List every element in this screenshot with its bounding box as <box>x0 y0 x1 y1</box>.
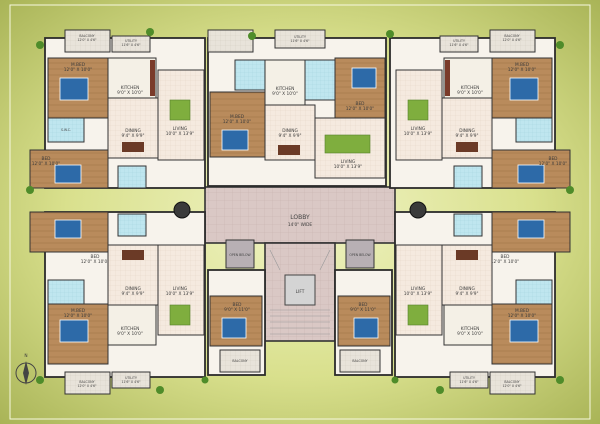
room-size: 12'0" X 10'0" <box>508 313 536 319</box>
room-label: M.BED <box>515 62 530 68</box>
flat-bottom-center-left: BED 9'0" X 11'0" BALCONY <box>207 269 266 376</box>
room-label: LIVING <box>341 159 355 165</box>
balcony-label: BALCONY <box>232 359 247 363</box>
room-label: LIVING <box>411 286 425 292</box>
compass-label: N <box>24 353 27 359</box>
room-size: 12'0" X 10'0" <box>508 67 536 73</box>
utility-size: 11'6" X 4'6" <box>459 380 479 384</box>
room-label: BED <box>91 254 101 260</box>
utility-label: UTILITY <box>125 39 137 43</box>
utility-label: UTILITY <box>294 35 306 39</box>
utility-label: UTILITY <box>125 376 137 380</box>
lift-shaft <box>284 274 316 306</box>
room-label: DINING <box>125 286 141 292</box>
plants <box>26 28 574 394</box>
utility-size: 11'6" X 4'6" <box>121 380 141 384</box>
room-label: M.BED <box>230 114 245 120</box>
room-label: BED <box>233 302 243 308</box>
room-label: LIVING <box>173 286 187 292</box>
balcony-label: BALCONY <box>79 34 94 38</box>
balcony-size: 12'0" X 4'6" <box>502 38 522 42</box>
room-label: S.W.C. <box>61 128 71 132</box>
room-size: 10'0" X 13'9" <box>334 164 362 170</box>
room-size: 12'0" X 10'0" <box>32 161 60 167</box>
utility-size: 11'6" X 4'6" <box>121 43 141 47</box>
room-label: BED <box>359 302 369 308</box>
room-label: KITCHEN <box>461 326 480 332</box>
room-label: KITCHEN <box>121 85 140 91</box>
room-label: DINING <box>282 128 298 134</box>
room-size: 10'0" X 13'9" <box>404 291 432 297</box>
room-size: 10'0" X 13'9" <box>166 131 194 137</box>
room-size: 12'0" X 10'0" <box>81 259 109 265</box>
room-size: 9'0" X 10'0" <box>457 90 483 96</box>
room-size: 9'4" X 9'9" <box>122 133 145 139</box>
balcony-size: 12'0" X 4'6" <box>77 384 97 388</box>
flat-top-left: BALCONY 12'0" X 4'6" UTILITY 11'6" X 4'6… <box>29 29 206 189</box>
lobby-width-label: 14'0" WIDE <box>288 222 313 228</box>
balcony-label: BALCONY <box>504 34 519 38</box>
room-size: 9'0" X 11'0" <box>224 307 250 313</box>
room-label: LIVING <box>173 126 187 132</box>
room-size: 12'0" X 10'0" <box>223 119 251 125</box>
balcony-size: 12'0" X 4'6" <box>77 38 97 42</box>
room-size: 9'4" X 9'9" <box>456 291 479 297</box>
room-size: 10'0" X 13'9" <box>166 291 194 297</box>
open-below-left-label: OPEN BELOW <box>229 253 251 257</box>
utility-size: 11'6" X 4'6" <box>290 39 310 43</box>
balcony-size: 12'0" X 4'6" <box>502 384 522 388</box>
room-size: 9'0" X 10'0" <box>117 90 143 96</box>
room-size: 9'0" X 10'0" <box>457 331 483 337</box>
room-label: KITCHEN <box>276 86 295 92</box>
room-label: BED <box>501 254 511 260</box>
room-size: 9'0" X 10'0" <box>117 331 143 337</box>
room-label: M.BED <box>515 308 530 314</box>
flat-top-center: UTILITY 11'6" X 4'6" KITCHEN 9'0" X 10'0… <box>207 29 387 187</box>
duct-left <box>173 201 191 219</box>
room-size: 12'0" X 10'0" <box>64 313 92 319</box>
open-below-right <box>345 239 375 269</box>
room-label: DINING <box>459 128 475 134</box>
compass-icon: N <box>15 353 37 385</box>
room-size: 10'0" X 13'9" <box>404 131 432 137</box>
room-size: 9'4" X 9'9" <box>122 291 145 297</box>
room-label: M.BED <box>71 308 86 314</box>
balcony-label: BALCONY <box>504 380 519 384</box>
lift-label: LIFT <box>296 289 305 295</box>
balcony-label: BALCONY <box>79 380 94 384</box>
balcony-label: BALCONY <box>352 359 367 363</box>
staircase <box>269 249 331 335</box>
room-size: 12'0" X 10'0" <box>539 161 567 167</box>
room-size: 9'0" X 11'0" <box>350 307 376 313</box>
utility-size: 11'6" X 4'6" <box>449 43 469 47</box>
room-size: 9'4" X 9'9" <box>279 133 302 139</box>
flat-top-right: UTILITY 11'6" X 4'6" BALCONY 12'0" X 4'6… <box>389 29 571 189</box>
room-label: BED <box>549 156 559 162</box>
utility-label: UTILITY <box>463 376 475 380</box>
room-size: 9'0" X 10'0" <box>272 91 298 97</box>
room-label: BED <box>356 101 366 107</box>
open-below-right-label: OPEN BELOW <box>349 253 371 257</box>
room-size: 9'4" X 9'9" <box>456 133 479 139</box>
room-size: 12'0" X 10'0" <box>64 67 92 73</box>
duct-right <box>409 201 427 219</box>
room-label: LIVING <box>411 126 425 132</box>
lobby-label: LOBBY <box>290 214 310 221</box>
room-label: KITCHEN <box>461 85 480 91</box>
flat-bottom-left: BED 12'0" X 10'0" DINING 9'4" X 9'9" LIV… <box>29 211 206 395</box>
flat-bottom-center-right: BED 9'0" X 11'0" BALCONY <box>334 269 393 376</box>
room-size: 12'0" X 10'0" <box>491 259 519 265</box>
room-size: 12'0" X 10'0" <box>346 106 374 112</box>
utility-label: UTILITY <box>453 39 465 43</box>
room-label: M.BED <box>71 62 86 68</box>
room-label: DINING <box>459 286 475 292</box>
room-label: BED <box>42 156 52 162</box>
open-below-left <box>225 239 255 269</box>
room-label: KITCHEN <box>121 326 140 332</box>
flat-bottom-right: BED 12'0" X 10'0" DINING 9'4" X 9'9" LIV… <box>394 211 571 395</box>
room-label: DINING <box>125 128 141 134</box>
